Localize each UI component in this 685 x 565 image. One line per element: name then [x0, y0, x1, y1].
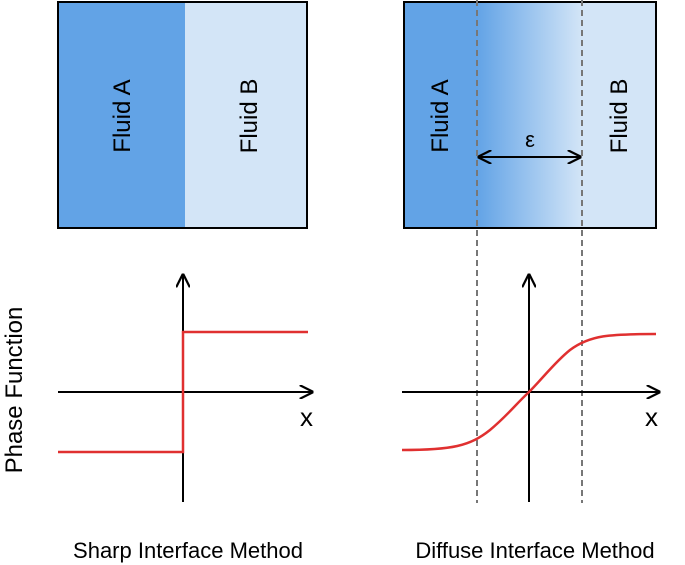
diffuse-plot: x — [401, 275, 659, 502]
sharp-phase-curve — [58, 330, 308, 454]
diffuse-fluid-box: Fluid A Fluid B ε — [403, 1, 657, 229]
diffuse-phase-curve — [401, 332, 657, 452]
sharp-fluid-a-label: Fluid A — [109, 79, 136, 152]
diffuse-caption: Diffuse Interface Method — [415, 538, 654, 563]
sharp-x-label: x — [300, 402, 313, 432]
diffuse-fluid-a-label: Fluid A — [427, 79, 454, 152]
sharp-fluid-b-label: Fluid B — [236, 79, 263, 154]
diffuse-x-label: x — [645, 402, 658, 432]
sharp-caption: Sharp Interface Method — [73, 538, 303, 563]
sharp-fluid-box: Fluid A Fluid B — [57, 1, 308, 229]
sharp-plot: x — [58, 275, 313, 502]
epsilon-label: ε — [525, 127, 535, 152]
phase-function-label: Phase Function — [1, 307, 28, 474]
diffuse-fluid-b-label: Fluid B — [606, 79, 633, 154]
